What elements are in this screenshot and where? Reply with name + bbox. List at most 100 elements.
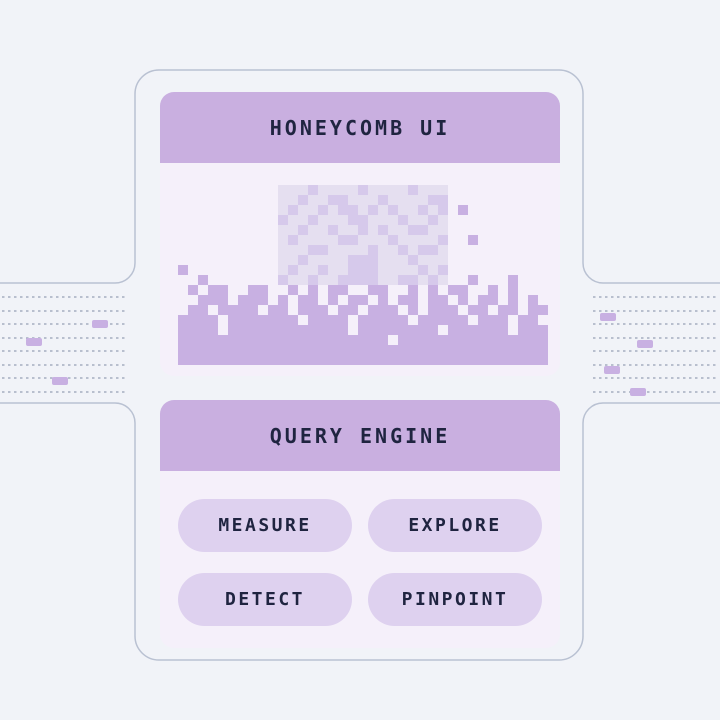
heatmap-pixel: [448, 325, 458, 335]
heatmap-pixel: [268, 305, 278, 315]
query-engine-title: QUERY ENGINE: [269, 423, 451, 448]
heatmap-pixel: [358, 345, 368, 355]
data-packet-icon: [92, 320, 108, 328]
heatmap-pixel: [328, 195, 338, 205]
heatmap-pixel: [488, 325, 498, 335]
heatmap-pixel: [348, 265, 358, 275]
heatmap-pixel: [288, 235, 298, 245]
heatmap-pixel: [518, 315, 528, 325]
heatmap-pixel: [268, 325, 278, 335]
heatmap-pixel: [308, 325, 318, 335]
heatmap-pixel: [348, 295, 358, 305]
heatmap-pixel: [458, 315, 468, 325]
data-packet-icon: [604, 366, 620, 374]
heatmap-pixel: [238, 325, 248, 335]
heatmap-pixel: [278, 215, 288, 225]
heatmap-pixel: [358, 295, 368, 305]
heatmap-pixel: [328, 225, 338, 235]
heatmap-pixel: [348, 355, 358, 365]
heatmap-pixel: [408, 295, 418, 305]
heatmap-pixel: [298, 325, 308, 335]
heatmap-pixel: [438, 355, 448, 365]
heatmap-pixel: [468, 305, 478, 315]
heatmap-pixel: [318, 305, 328, 315]
heatmap-pixel: [308, 185, 318, 195]
heatmap-pixel: [438, 335, 448, 345]
heatmap-pixel: [448, 305, 458, 315]
heatmap-pixel: [238, 355, 248, 365]
heatmap-pixel: [388, 205, 398, 215]
heatmap-pixel: [288, 315, 298, 325]
heatmap-pixel: [518, 325, 528, 335]
heatmap-pixel: [348, 255, 358, 265]
heatmap-pixel: [508, 345, 518, 355]
heatmap-pixel: [268, 335, 278, 345]
heatmap-pixel: [488, 285, 498, 295]
heatmap-pixel: [288, 285, 298, 295]
heatmap-pixel: [228, 315, 238, 325]
heatmap-pixel: [308, 275, 318, 285]
heatmap-pixel: [438, 205, 448, 215]
heatmap-pixel: [498, 315, 508, 325]
measure-button[interactable]: MEASURE: [178, 499, 352, 552]
heatmap-pixel: [458, 345, 468, 355]
heatmap-pixel: [378, 305, 388, 315]
heatmap-pixel: [248, 345, 258, 355]
heatmap-pixel: [198, 315, 208, 325]
heatmap-pixel: [458, 205, 468, 215]
heatmap-pixel: [228, 325, 238, 335]
heatmap-pixel: [258, 355, 268, 365]
heatmap-pixel: [448, 355, 458, 365]
explore-button[interactable]: EXPLORE: [368, 499, 542, 552]
heatmap-pixel: [318, 265, 328, 275]
heatmap-pixel: [508, 295, 518, 305]
data-packet-icon: [630, 388, 646, 396]
heatmap-pixel: [518, 335, 528, 345]
heatmap-pixel: [368, 335, 378, 345]
heatmap-pixel: [328, 325, 338, 335]
heatmap-pixel: [248, 355, 258, 365]
heatmap-pixel: [258, 285, 268, 295]
heatmap-pixel: [478, 335, 488, 345]
heatmap-pixel: [398, 325, 408, 335]
heatmap-pixel: [508, 285, 518, 295]
heatmap-pixel: [348, 275, 358, 285]
heatmap-pixel: [428, 305, 438, 315]
heatmap-pixel: [198, 345, 208, 355]
heatmap-pixel: [358, 225, 368, 235]
heatmap-pixel: [488, 355, 498, 365]
heatmap-pixel: [288, 355, 298, 365]
heatmap-pixel: [478, 315, 488, 325]
heatmap-pixel: [368, 285, 378, 295]
heatmap-pixel: [378, 315, 388, 325]
heatmap-pixel: [358, 215, 368, 225]
heatmap-pixel: [428, 295, 438, 305]
heatmap-pixel: [528, 315, 538, 325]
heatmap-pixel: [318, 335, 328, 345]
heatmap-pixel: [348, 335, 358, 345]
heatmap-pixel: [398, 345, 408, 355]
heatmap-pixel: [238, 305, 248, 315]
heatmap-pixel: [178, 315, 188, 325]
heatmap-pixel: [468, 275, 478, 285]
heatmap-pixel: [238, 335, 248, 345]
heatmap-pixel: [408, 285, 418, 295]
heatmap-pixel: [508, 275, 518, 285]
heatmap-pixel: [508, 335, 518, 345]
pinpoint-button[interactable]: PINPOINT: [368, 573, 542, 626]
heatmap-pixel: [298, 295, 308, 305]
heatmap-pixel: [328, 285, 338, 295]
heatmap-pixel: [528, 305, 538, 315]
heatmap-pixel: [498, 325, 508, 335]
heatmap-pixel: [438, 345, 448, 355]
heatmap-pixel: [398, 275, 408, 285]
heatmap-pixel: [308, 285, 318, 295]
heatmap-pixel: [208, 335, 218, 345]
heatmap-pixel: [368, 325, 378, 335]
heatmap-pixel: [248, 335, 258, 345]
heatmap-pixel: [278, 275, 288, 285]
heatmap-pixel: [538, 345, 548, 355]
detect-button[interactable]: DETECT: [178, 573, 352, 626]
heatmap-pixel: [288, 265, 298, 275]
